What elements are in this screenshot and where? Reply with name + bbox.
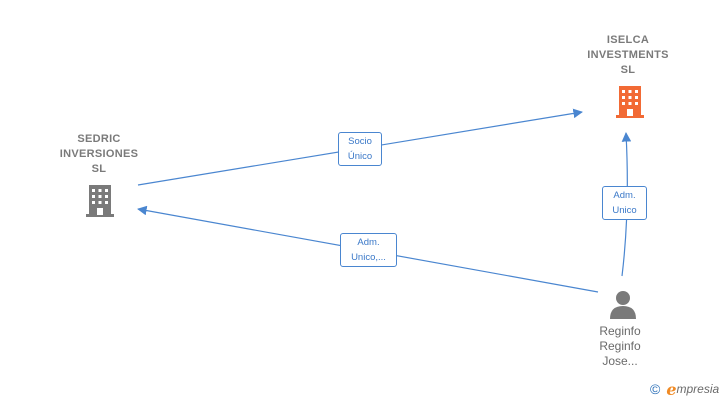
edge-label-socio-unico[interactable]: Socio Único bbox=[338, 132, 382, 166]
company-label-sedric[interactable]: SEDRIC INVERSIONES SL bbox=[40, 132, 158, 177]
edge-label-line: Socio bbox=[348, 136, 372, 147]
company-label-line: ISELCA bbox=[606, 34, 650, 46]
person-label-line: Reginfo bbox=[599, 339, 641, 353]
brand-name: mpresia bbox=[676, 382, 720, 396]
edge-label-line: Adm. bbox=[613, 190, 636, 201]
company-label-line: SL bbox=[620, 64, 636, 76]
company-label-line: SL bbox=[91, 163, 107, 175]
copyright-icon: © bbox=[650, 381, 661, 397]
person-label-line: Jose... bbox=[602, 354, 638, 368]
edge-label-adm-unico-iselca[interactable]: Adm. Unico bbox=[602, 186, 647, 220]
brand-e-letter: e bbox=[666, 379, 677, 399]
person-icon[interactable] bbox=[608, 289, 638, 319]
person-label[interactable]: Reginfo Reginfo Jose... bbox=[580, 324, 660, 369]
edge-label-line: Unico bbox=[612, 205, 637, 216]
edge-label-line: Único bbox=[347, 151, 373, 162]
edge-label-line: Unico,... bbox=[351, 252, 386, 263]
person-label-line: Reginfo bbox=[599, 324, 641, 338]
company-label-line: INVESTMENTS bbox=[587, 49, 669, 61]
company-label-iselca[interactable]: ISELCA INVESTMENTS SL bbox=[568, 33, 688, 78]
building-icon-sedric[interactable] bbox=[84, 183, 116, 217]
edge-label-adm-unico-sedric[interactable]: Adm. Unico,... bbox=[340, 233, 397, 267]
brand-logo: © e mpresia bbox=[650, 379, 720, 399]
company-label-line: INVERSIONES bbox=[59, 148, 139, 160]
building-icon-iselca[interactable] bbox=[614, 84, 646, 118]
edge-label-line: Adm. bbox=[357, 237, 380, 248]
company-label-line: SEDRIC bbox=[77, 133, 121, 145]
